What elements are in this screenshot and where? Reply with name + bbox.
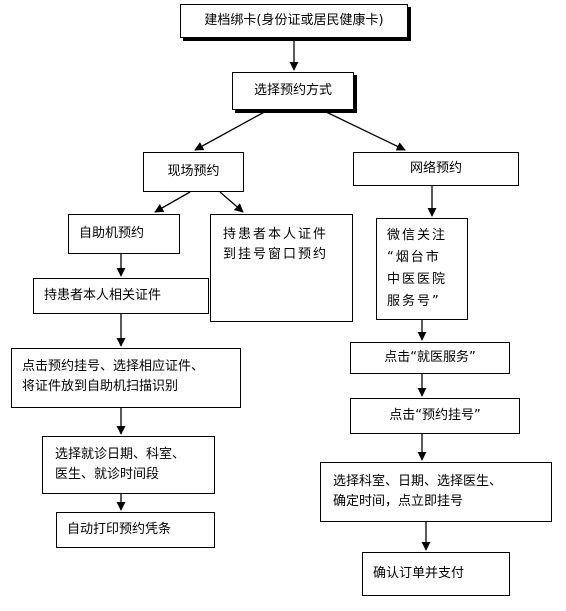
arrow-choose-to-onsite xyxy=(194,109,269,151)
arrow-onsite-to-kiosk xyxy=(154,191,191,213)
arrow-choose-to-online xyxy=(321,109,406,151)
arrow-onsite-to-window xyxy=(219,191,244,213)
node-onsite: 现场预约 xyxy=(143,152,244,192)
node-confirm-pay: 确认订单并支付 xyxy=(362,552,510,596)
node-click-service: 点击“就医服务” xyxy=(350,342,510,374)
node-kiosk: 自助机预约 xyxy=(68,214,180,254)
node-click-booking: 点击“预约挂号” xyxy=(350,398,520,434)
node-hold-id: 持患者本人相关证件 xyxy=(33,278,209,314)
node-register-card: 建档绑卡(身份证或居民健康卡) xyxy=(180,4,408,38)
node-kiosk-scan: 点击预约挂号、选择相应证件、 将证件放到自助机扫描识别 xyxy=(11,348,241,408)
node-choose-method: 选择预约方式 xyxy=(232,72,354,110)
node-print: 自动打印预约凭条 xyxy=(56,512,215,548)
node-online: 网络预约 xyxy=(353,152,519,186)
node-wechat: 微信关注 “烟台市 中医医院 服务号” xyxy=(376,218,468,320)
node-select-date: 选择就诊日期、科室、 医生、就诊时间段 xyxy=(42,436,215,494)
node-window: 持患者本人证件 到挂号窗口预约 xyxy=(210,214,353,322)
node-select-dept: 选择科室、日期、选择医生、 确定时间，点立即挂号 xyxy=(320,462,552,522)
